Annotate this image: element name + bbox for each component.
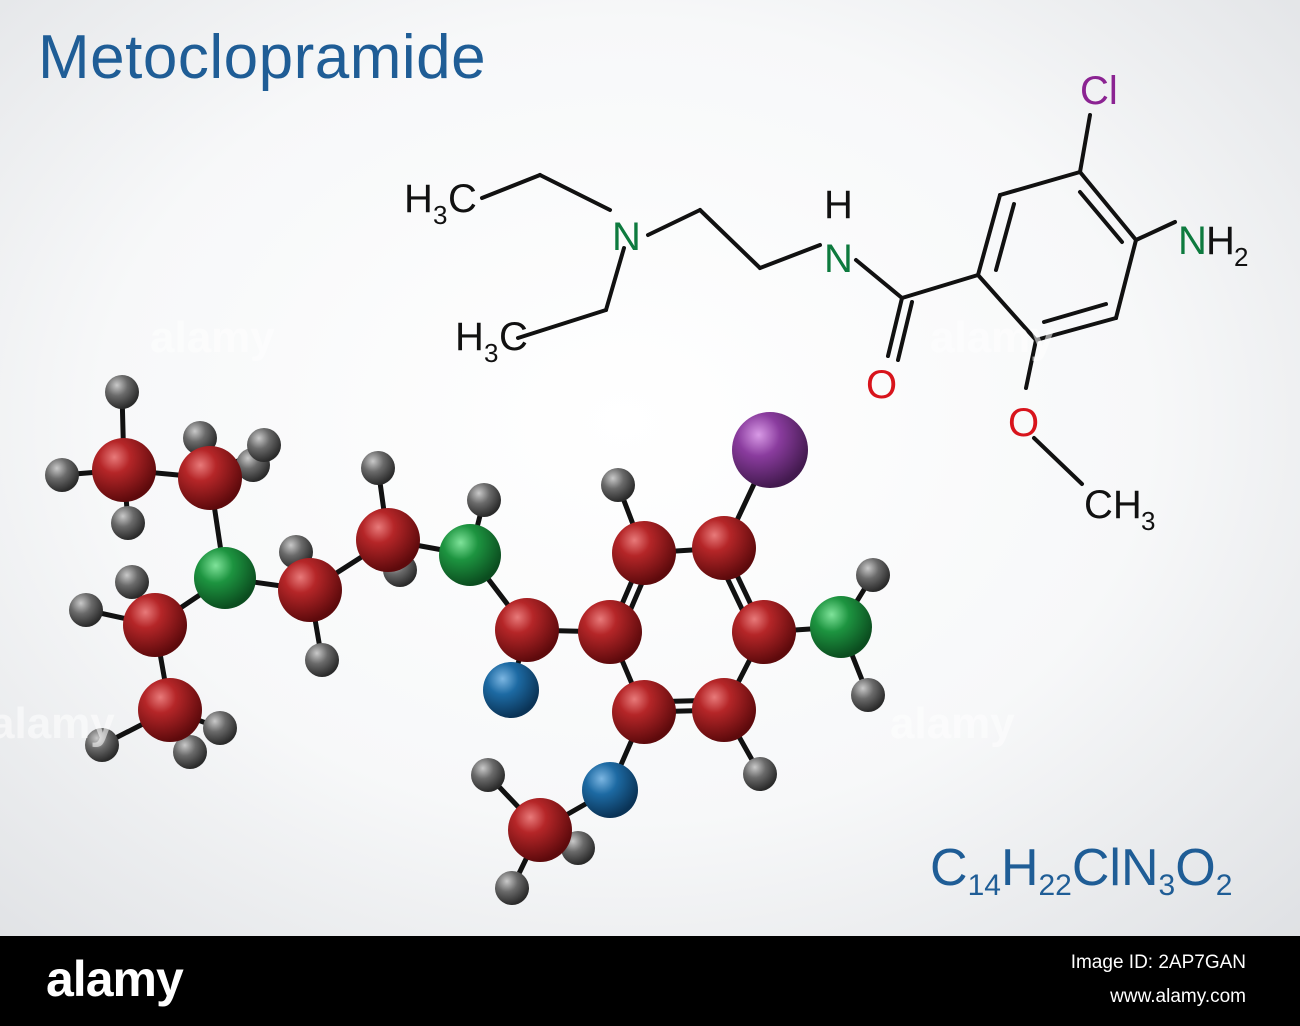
carbon-atom [732, 600, 796, 664]
amine-n: N [612, 215, 641, 259]
watermark: alamy [0, 699, 115, 748]
methyl-1-sub: 3 [433, 200, 447, 230]
hydrogen-atom [85, 728, 119, 762]
carbon-atom [495, 598, 559, 662]
oxygen-atom [483, 662, 539, 718]
carbon-atom [578, 600, 642, 664]
carbon-atom [508, 798, 572, 862]
watermark: alamy [150, 313, 275, 362]
methyl-1-c: C [448, 177, 477, 221]
formula-element: H [1000, 839, 1039, 897]
formula-subscript: 3 [1158, 869, 1176, 902]
carbonyl-o: O [866, 363, 897, 407]
amino-n: N [1178, 219, 1207, 263]
carbon-atom [178, 446, 242, 510]
carbon-atom [278, 558, 342, 622]
formula-subscript: 22 [1038, 869, 1072, 902]
hydrogen-atom [601, 468, 635, 502]
amide-h: H [824, 183, 853, 227]
footer-url: www.alamy.com [1110, 986, 1246, 1007]
skeletal-bonds [480, 113, 1177, 486]
hydrogen-atom [247, 428, 281, 462]
molecular-formula: C14H22ClN3O2 [930, 838, 1232, 903]
formula-element: ClN [1071, 839, 1159, 897]
carbon-atom [692, 516, 756, 580]
watermark: alamy [930, 313, 1055, 362]
hydrogen-atom [111, 506, 145, 540]
hydrogen-atom [173, 735, 207, 769]
carbon-atom [356, 508, 420, 572]
hydrogen-atom [467, 483, 501, 517]
hydrogen-atom [105, 375, 139, 409]
alamy-logo: alamy [46, 951, 184, 1007]
carbon-atom [123, 593, 187, 657]
amino-h: H [1206, 219, 1235, 263]
hydrogen-atom [471, 758, 505, 792]
methoxy-o: O [1008, 401, 1039, 445]
nitrogen-atom [439, 524, 501, 586]
model-atoms [45, 375, 890, 905]
molecule-title: Metoclopramide [38, 23, 487, 92]
methoxy-sub: 3 [1141, 506, 1155, 536]
methyl-2-sub: 3 [484, 338, 498, 368]
carbon-atom [692, 678, 756, 742]
amide-n: N [824, 237, 853, 281]
image-id: Image ID: 2AP7GAN [1070, 952, 1246, 973]
watermark-layer: alamy alamy alamy alamy [0, 0, 1300, 936]
oxygen-atom [582, 762, 638, 818]
amino-sub: 2 [1234, 242, 1248, 272]
chlorine-label: Cl [1080, 69, 1118, 113]
methyl-2-h: H [455, 315, 484, 359]
hydrogen-atom [361, 451, 395, 485]
hydrogen-atom [45, 458, 79, 492]
nitrogen-atom [194, 547, 256, 609]
formula-element: O [1175, 839, 1216, 897]
methyl-2-c: C [499, 315, 528, 359]
formula-element: C [930, 839, 968, 897]
carbon-atom [92, 438, 156, 502]
hydrogen-atom [743, 757, 777, 791]
illustration-canvas: Metoclopramide [0, 0, 1300, 936]
nitrogen-atom [810, 596, 872, 658]
carbon-atom [612, 680, 676, 744]
watermark: alamy [890, 699, 1015, 748]
hydrogen-atom [203, 711, 237, 745]
hydrogen-atom [69, 593, 103, 627]
methyl-1-h: H [404, 177, 433, 221]
formula-subscript: 2 [1215, 869, 1233, 902]
skeletal-formula: H 3 C H 3 C N H N Cl N H 2 O O CH 3 [404, 69, 1248, 536]
hydrogen-atom [305, 643, 339, 677]
methoxy-ch: CH [1084, 483, 1142, 527]
hydrogen-atom [851, 678, 885, 712]
carbon-atom [612, 521, 676, 585]
carbon-atom [138, 678, 202, 742]
chlorine-atom [732, 412, 808, 488]
hydrogen-atom [115, 565, 149, 599]
hydrogen-atom [856, 558, 890, 592]
formula-subscript: 14 [967, 869, 1001, 902]
stock-footer: alamy Image ID: 2AP7GAN www.alamy.com [0, 936, 1300, 1026]
hydrogen-atom [495, 871, 529, 905]
ball-and-stick-model [45, 375, 890, 905]
